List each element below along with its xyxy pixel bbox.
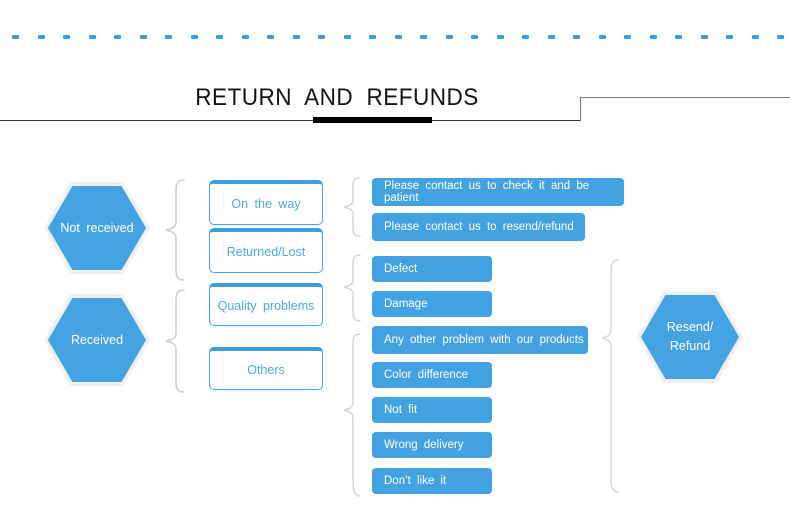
dot xyxy=(318,35,325,39)
brace-others-group xyxy=(338,332,362,498)
dot xyxy=(12,35,19,39)
node-dont-like-it[interactable]: Don’t like it xyxy=(372,468,492,494)
dot xyxy=(496,35,504,39)
dot xyxy=(267,35,274,39)
node-damage[interactable]: Damage xyxy=(372,291,492,317)
dot xyxy=(649,35,657,39)
brace-not-received xyxy=(160,178,186,282)
dot xyxy=(292,35,300,39)
node-label: Others xyxy=(247,363,285,377)
brace-quality-problems-group xyxy=(338,253,362,323)
node-label: Not received xyxy=(60,220,134,235)
header-accent-bar xyxy=(313,117,432,123)
dot xyxy=(241,35,249,39)
dot xyxy=(190,35,198,39)
dotted-divider xyxy=(12,35,784,40)
dot xyxy=(88,35,96,39)
node-label: Not fit xyxy=(384,404,418,416)
brace-on-the-way-group xyxy=(338,176,362,238)
header-rule-right xyxy=(580,97,790,98)
dot xyxy=(445,35,453,39)
dot xyxy=(751,35,759,39)
dot xyxy=(726,35,733,39)
node-label: Quality problems xyxy=(217,299,315,313)
dot xyxy=(777,35,784,39)
node-others[interactable]: Others xyxy=(209,347,323,390)
node-on-the-way[interactable]: On the way xyxy=(209,180,323,225)
node-label: On the way xyxy=(231,197,301,211)
node-label-line2: Refund xyxy=(669,339,711,353)
dot xyxy=(114,35,121,39)
header-rule-left xyxy=(0,120,581,121)
node-not-fit[interactable]: Not fit xyxy=(372,397,492,423)
dot xyxy=(139,35,147,39)
dot xyxy=(63,35,70,39)
node-contact-resend[interactable]: Please contact us to resend/refund xyxy=(372,213,585,241)
dot xyxy=(700,35,708,39)
dot xyxy=(420,35,427,39)
dot xyxy=(216,35,223,39)
node-label: Damage xyxy=(384,298,428,310)
node-label: Any other problem with our products xyxy=(384,334,584,346)
node-color-difference[interactable]: Color difference xyxy=(372,362,492,388)
dot xyxy=(471,35,478,39)
node-defect[interactable]: Defect xyxy=(372,256,492,282)
node-label: Wrong delivery xyxy=(384,439,464,451)
dot xyxy=(522,35,529,39)
dot xyxy=(547,35,555,39)
node-label: Please contact us to resend/refund xyxy=(384,221,574,233)
dot xyxy=(369,35,376,39)
header-rule-riser xyxy=(580,97,581,121)
node-returned-lost[interactable]: Returned/Lost xyxy=(209,228,323,273)
node-any-other-problem[interactable]: Any other problem with our products xyxy=(372,326,588,354)
dot xyxy=(573,35,580,39)
node-label: Don’t like it xyxy=(384,475,447,487)
dot xyxy=(165,35,172,39)
brace-outcome xyxy=(598,258,620,496)
brace-received xyxy=(160,288,186,394)
node-label-line1: Resend/ xyxy=(666,320,714,334)
page-title: RETURN AND REFUNDS xyxy=(195,84,479,111)
dot xyxy=(624,35,631,39)
dot xyxy=(675,35,682,39)
node-label: Please contact us to check it and be pat… xyxy=(384,180,590,204)
node-label: Color difference xyxy=(384,369,468,381)
node-quality-problems[interactable]: Quality problems xyxy=(209,283,323,326)
node-contact-check[interactable]: Please contact us to check it and be pat… xyxy=(372,178,624,206)
dot xyxy=(343,35,351,39)
node-wrong-delivery[interactable]: Wrong delivery xyxy=(372,432,492,458)
node-label: Defect xyxy=(384,263,418,275)
dot xyxy=(394,35,402,39)
node-label: Returned/Lost xyxy=(226,245,306,259)
dot xyxy=(37,35,45,39)
node-label: Received xyxy=(70,332,124,347)
dot xyxy=(598,35,606,39)
